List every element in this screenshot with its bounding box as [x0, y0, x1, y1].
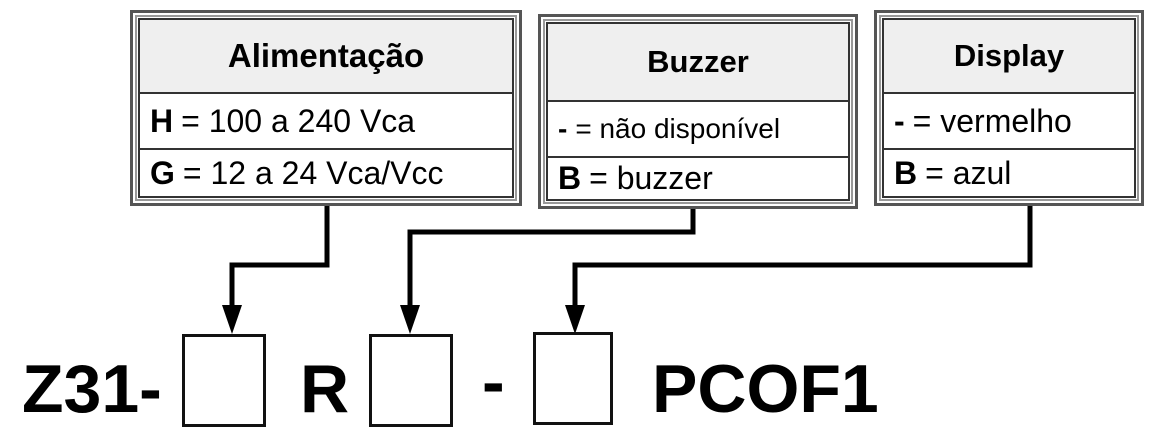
table-row: B= buzzer: [548, 156, 848, 199]
table-alimentacao: Alimentação H= 100 a 240 Vca G= 12 a 24 …: [130, 10, 522, 206]
option-text: = vermelho: [912, 102, 1072, 139]
arrowhead-icon: [222, 305, 242, 334]
option-code: -: [894, 102, 905, 139]
table-display: Display -= vermelho B= azul: [874, 10, 1144, 206]
model-prefix: Z31-: [22, 351, 162, 427]
arrowhead-icon: [400, 305, 420, 334]
table-row: G= 12 a 24 Vca/Vcc: [140, 148, 512, 196]
option-text: = 100 a 240 Vca: [181, 102, 416, 139]
option-code: -: [558, 113, 568, 144]
model-separator: -: [482, 344, 505, 420]
table-row: H= 100 a 240 Vca: [140, 94, 512, 148]
option-text: = 12 a 24 Vca/Vcc: [182, 154, 444, 191]
slot-buzzer: [369, 334, 453, 427]
option-code: H: [150, 102, 174, 139]
table-row: -= vermelho: [884, 94, 1134, 148]
option-text: = não disponível: [575, 113, 781, 144]
table-row: -= não disponível: [548, 102, 848, 156]
table-buzzer: Buzzer -= não disponível B= buzzer: [538, 14, 858, 209]
table-title: Buzzer: [548, 24, 848, 102]
option-code: B: [894, 154, 918, 191]
slot-display: [533, 332, 613, 425]
model-suffix: PCOF1: [652, 351, 879, 427]
table-title: Display: [884, 20, 1134, 94]
model-mid: R: [300, 351, 350, 427]
arrow-display: [572, 206, 1033, 310]
option-code: B: [558, 160, 582, 196]
table-title: Alimentação: [140, 20, 512, 94]
arrow-alimentacao: [229, 206, 330, 310]
table-row: B= azul: [884, 148, 1134, 196]
option-text: = buzzer: [589, 160, 713, 196]
arrow-buzzer: [407, 209, 696, 310]
option-code: G: [150, 154, 175, 191]
option-text: = azul: [925, 154, 1012, 191]
slot-alimentacao: [182, 334, 266, 427]
arrowhead-icon: [565, 305, 585, 334]
